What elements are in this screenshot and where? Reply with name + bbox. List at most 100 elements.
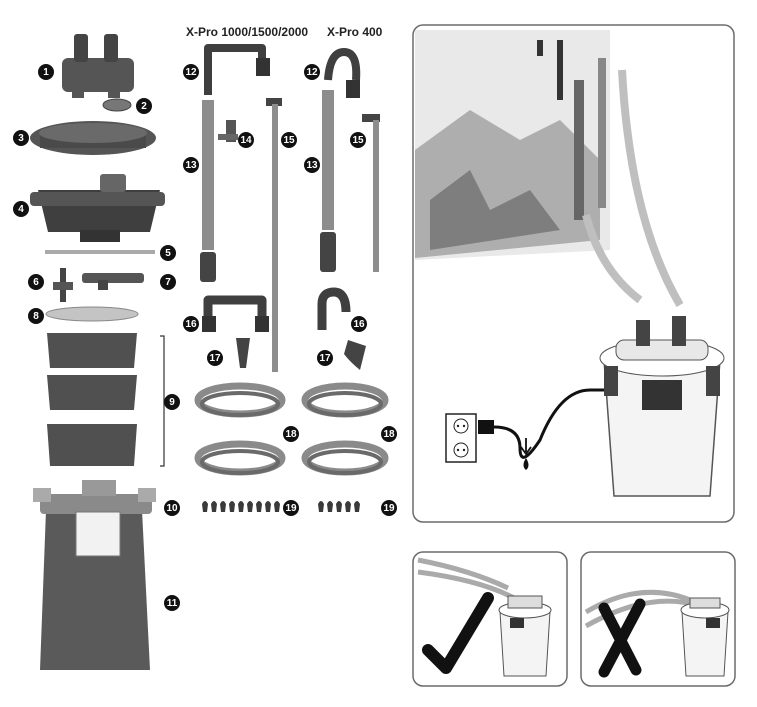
callout-n15a: 15 xyxy=(281,132,297,148)
part-16-outlet-cap-a xyxy=(202,316,216,332)
callout-label-n13a: 13 xyxy=(185,160,197,171)
callout-n18b: 18 xyxy=(381,426,397,442)
callout-label-n7: 7 xyxy=(165,277,171,288)
hose-clip xyxy=(274,501,280,512)
part-12-intake-bend-large xyxy=(204,44,266,95)
callout-n15b: 15 xyxy=(350,132,366,148)
part-15-spray-tube-large xyxy=(266,98,282,372)
power-socket-icon xyxy=(445,413,477,463)
callout-n5: 5 xyxy=(160,245,176,261)
callout-label-n15b: 15 xyxy=(352,135,364,146)
part-14-suction-clip xyxy=(218,120,238,142)
part-2-seal-ring xyxy=(102,98,132,112)
callout-n13b: 13 xyxy=(304,157,320,173)
part-13-strainer-small xyxy=(320,232,336,272)
part-1-filter-head xyxy=(62,34,134,98)
incorrect-cross-icon xyxy=(598,598,646,678)
callout-label-n15a: 15 xyxy=(283,135,295,146)
callout-n19b: 19 xyxy=(381,500,397,516)
hose-clip xyxy=(220,501,226,512)
part-3-filter-lid xyxy=(30,121,156,155)
part-17-nozzle-small xyxy=(344,340,366,370)
part-15-spray-tube-small xyxy=(362,114,380,272)
callout-n14: 14 xyxy=(238,132,254,148)
callout-label-n19b: 19 xyxy=(383,503,395,514)
callout-n17a: 17 xyxy=(207,350,223,366)
hose-clip xyxy=(327,501,333,512)
part-7-impeller-cover xyxy=(82,273,144,290)
callout-label-n2: 2 xyxy=(141,101,147,112)
hose-clip xyxy=(265,501,271,512)
callout-label-n17a: 17 xyxy=(209,353,221,364)
hose-clip xyxy=(211,501,217,512)
hose-clip xyxy=(345,501,351,512)
callout-label-n11: 11 xyxy=(167,598,178,609)
correct-checkmark-icon xyxy=(422,592,494,674)
part-12-intake-bend-small xyxy=(324,47,361,81)
correct-filter-illustration xyxy=(417,557,552,677)
part-19-hose-clips xyxy=(202,501,360,512)
callout-label-n14: 14 xyxy=(240,135,252,146)
callout-label-n10: 10 xyxy=(166,503,178,514)
power-cable xyxy=(493,388,604,459)
part-4-motor-unit xyxy=(30,174,165,242)
callout-label-n18b: 18 xyxy=(383,429,395,440)
callout-label-n12a: 12 xyxy=(185,67,197,78)
part-13-intake-tube-large xyxy=(202,100,214,250)
callout-n16a: 16 xyxy=(183,316,199,332)
callout-n13a: 13 xyxy=(183,157,199,173)
callout-label-n3: 3 xyxy=(18,133,24,144)
callout-label-n19a: 19 xyxy=(285,503,297,514)
callout-n12b: 12 xyxy=(304,64,320,80)
callout-n11: 11 xyxy=(164,595,180,611)
water-drop-icon xyxy=(520,438,532,470)
model-title-small: X-Pro 400 xyxy=(327,25,383,39)
part-11-canister xyxy=(33,480,156,670)
callout-label-n18a: 18 xyxy=(285,429,297,440)
callout-n10: 10 xyxy=(164,500,180,516)
hose-clip xyxy=(318,501,324,512)
part-13-intake-tube-small xyxy=(322,90,334,230)
callout-label-n6: 6 xyxy=(33,277,39,288)
callout-n6: 6 xyxy=(28,274,44,290)
part-12-cap-small xyxy=(346,80,360,98)
hose-clip xyxy=(229,501,235,512)
callout-n2: 2 xyxy=(136,98,152,114)
callout-n1: 1 xyxy=(38,64,54,80)
callout-label-n4: 4 xyxy=(18,204,24,215)
callout-label-n13b: 13 xyxy=(306,160,318,171)
callout-label-n1: 1 xyxy=(43,67,49,78)
part-13-strainer-large xyxy=(200,252,216,282)
callout-label-n16a: 16 xyxy=(185,319,197,330)
hose-clip xyxy=(256,501,262,512)
callout-label-n8: 8 xyxy=(33,311,39,322)
hose-clip xyxy=(247,501,253,512)
aquarium-tank xyxy=(415,30,610,260)
callout-label-n17b: 17 xyxy=(319,353,331,364)
part-16-outlet-cap-b xyxy=(255,316,269,332)
hose-clip xyxy=(336,501,342,512)
callout-label-n9: 9 xyxy=(169,397,175,408)
hose-lines xyxy=(582,69,684,308)
plug-icon xyxy=(478,420,494,434)
filter-canister-installed xyxy=(599,316,725,497)
callout-n3: 3 xyxy=(13,130,29,146)
callout-n9: 9 xyxy=(164,394,180,410)
callout-n12a: 12 xyxy=(183,64,199,80)
incorrect-filter-illustration xyxy=(584,589,730,677)
part-16-outlet-bend-small xyxy=(317,287,351,330)
callout-label-n5: 5 xyxy=(165,248,171,259)
part-8-filter-pad xyxy=(45,306,139,322)
callout-n19a: 19 xyxy=(283,500,299,516)
hose-clip xyxy=(202,501,208,512)
callout-n8: 8 xyxy=(28,308,44,324)
callout-n17b: 17 xyxy=(317,350,333,366)
callout-label-n16b: 16 xyxy=(353,319,365,330)
model-title-large: X-Pro 1000/1500/2000 xyxy=(186,25,308,39)
part-18-hoses xyxy=(194,382,389,476)
part-6-impeller xyxy=(53,268,73,302)
callout-n4: 4 xyxy=(13,201,29,217)
part-12-cap-large xyxy=(256,58,270,76)
